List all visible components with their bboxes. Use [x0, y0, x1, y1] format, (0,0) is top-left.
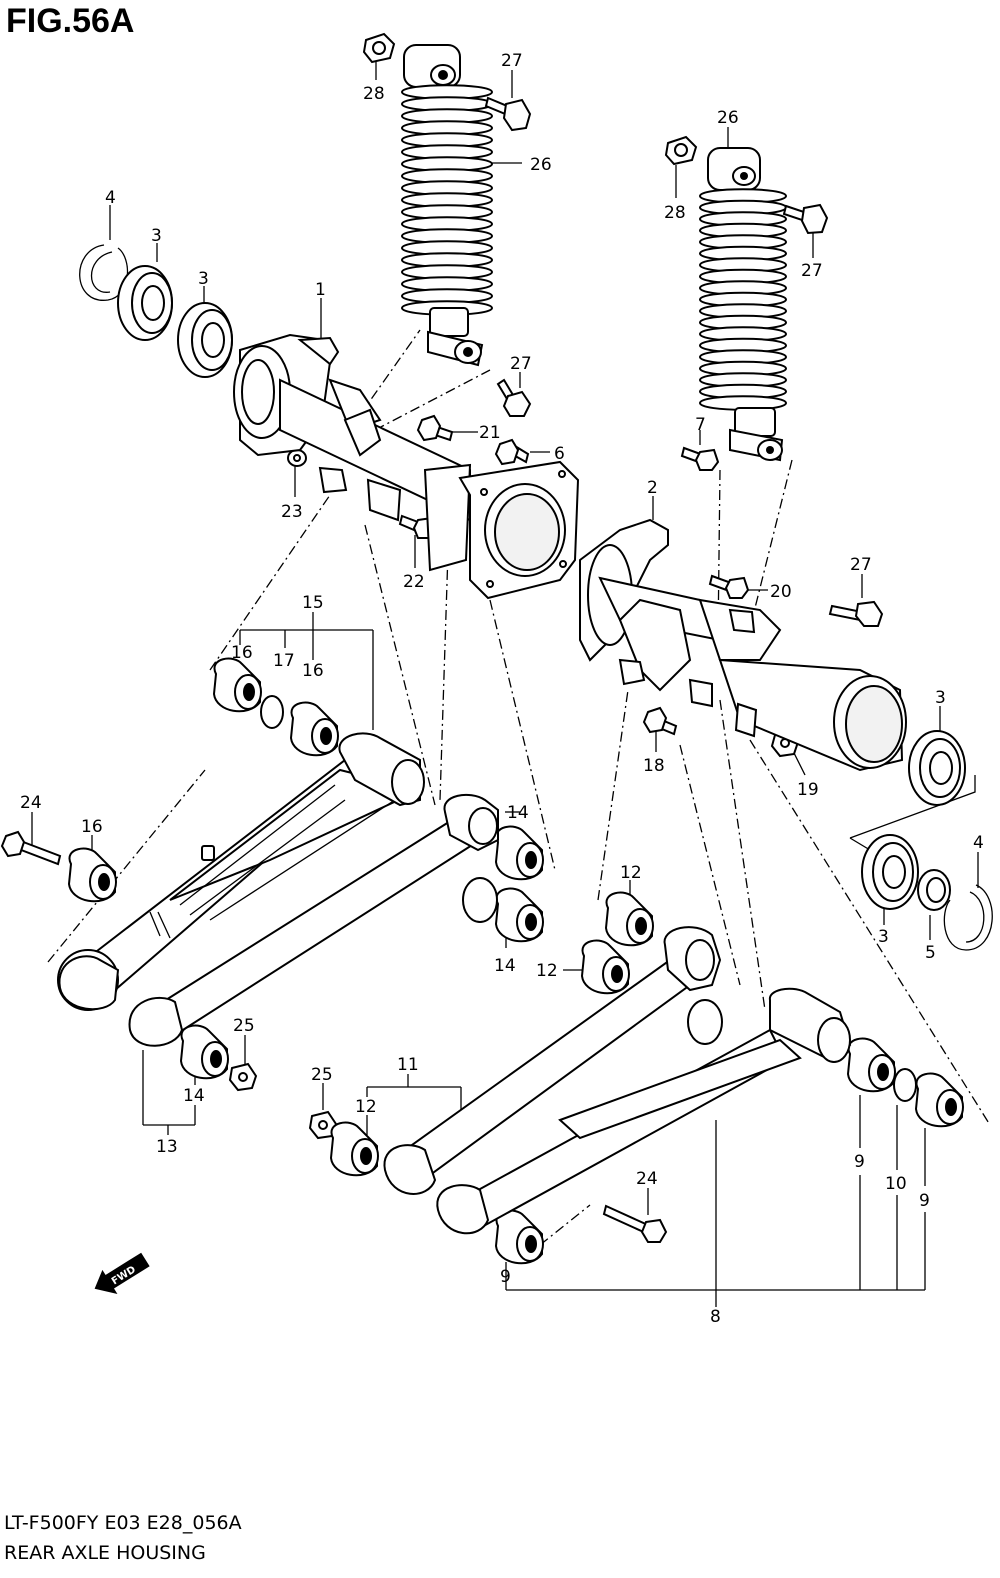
callout-27: 27 [801, 261, 823, 281]
callout-28: 28 [363, 84, 385, 104]
callout-13: 13 [156, 1137, 178, 1157]
bushing [494, 825, 544, 881]
bearing-3-left-outer [117, 265, 173, 341]
bushing [580, 939, 630, 995]
callout-26: 26 [717, 108, 739, 128]
bushing [604, 891, 654, 947]
callout-4: 4 [973, 833, 984, 853]
callout-12: 12 [620, 863, 642, 883]
bolt-27-top-left [484, 96, 532, 132]
thrust-washer [260, 695, 284, 729]
callout-3: 3 [935, 688, 946, 708]
bushing [212, 657, 262, 713]
callout-9: 9 [854, 1152, 865, 1172]
bolt-6 [494, 438, 530, 466]
callout-27: 27 [501, 51, 523, 71]
callout-16: 16 [302, 661, 324, 681]
bushing [846, 1037, 896, 1093]
circlip-4-left [79, 244, 129, 301]
callout-26: 26 [530, 155, 552, 175]
callout-14: 14 [507, 803, 529, 823]
callout-3: 3 [878, 927, 889, 947]
axle-housing-1 [233, 333, 580, 600]
callout-3: 3 [151, 226, 162, 246]
bushing [289, 701, 339, 757]
callout-6: 6 [554, 444, 565, 464]
bolt-7 [680, 446, 720, 471]
bolt-24-left [0, 830, 62, 866]
nut-25-left [228, 1062, 258, 1092]
callout-27: 27 [510, 354, 532, 374]
bearing-3-left-inner [177, 302, 233, 378]
callout-7: 7 [695, 415, 706, 435]
callout-20: 20 [770, 582, 792, 602]
callout-14: 14 [494, 956, 516, 976]
washer-28-right [664, 135, 698, 166]
spring-coil [698, 395, 788, 411]
callout-10: 10 [885, 1174, 907, 1194]
callout-8: 8 [710, 1307, 721, 1327]
model-code: LT-F500FY E03 E28_056A [4, 1512, 242, 1534]
callout-labels: 28 27 26 26 28 27 4 3 3 1 27 21 6 7 23 2… [20, 51, 984, 1327]
washer-28-left [362, 32, 396, 64]
right-shock-absorber [698, 147, 788, 462]
callout-27: 27 [850, 555, 872, 575]
callout-25: 25 [311, 1065, 333, 1085]
axle-housing-2 [579, 518, 907, 772]
thrust-washer [893, 1068, 917, 1102]
spacer-5 [917, 869, 951, 911]
bolt-20 [708, 574, 750, 599]
callout-9: 9 [919, 1191, 930, 1211]
callout-25: 25 [233, 1016, 255, 1036]
callout-18: 18 [643, 756, 665, 776]
callout-5: 5 [925, 943, 936, 963]
callout-16: 16 [231, 643, 253, 663]
callout-24: 24 [20, 793, 42, 813]
bearing-3-right-outer [908, 730, 966, 806]
callout-12: 12 [536, 961, 558, 981]
fwd-arrow-icon: FWD [94, 1252, 150, 1294]
bolt-27-mid [496, 378, 532, 417]
bushing [67, 847, 117, 903]
callout-23: 23 [281, 502, 303, 522]
bushing [914, 1072, 964, 1128]
callout-21: 21 [479, 423, 501, 443]
callout-9: 9 [500, 1267, 511, 1287]
callout-17: 17 [273, 651, 295, 671]
diagram-name: REAR AXLE HOUSING [4, 1542, 206, 1564]
callout-14: 14 [183, 1086, 205, 1106]
bearing-3-right-inner [861, 834, 919, 910]
bolt-27-right [828, 600, 884, 627]
callout-2: 2 [647, 478, 658, 498]
suspension-arm-8 [558, 987, 852, 1140]
callout-3: 3 [198, 269, 209, 289]
bushing [179, 1024, 229, 1080]
circlip-4-right [943, 884, 993, 951]
callout-19: 19 [797, 780, 819, 800]
callout-24: 24 [636, 1169, 658, 1189]
nut-25-right [308, 1110, 338, 1140]
callout-1: 1 [315, 280, 326, 300]
figure-title: FIG.56A [6, 2, 135, 40]
callout-4: 4 [105, 188, 116, 208]
callout-11: 11 [397, 1055, 419, 1075]
bolt-24-right [602, 1204, 668, 1243]
left-shock-absorber [400, 44, 494, 367]
bushing [329, 1121, 379, 1177]
suspension-arm-13 [57, 732, 499, 1047]
callout-22: 22 [403, 572, 425, 592]
washer-23 [287, 449, 307, 467]
callout-16: 16 [81, 817, 103, 837]
bolt-27-top-right [782, 203, 829, 235]
bolt-18 [642, 706, 678, 736]
bushing [494, 1209, 544, 1265]
callout-15: 15 [302, 593, 324, 613]
bushing [494, 887, 544, 943]
callout-28: 28 [664, 203, 686, 223]
callout-12: 12 [355, 1097, 377, 1117]
bolt-21 [416, 414, 454, 442]
bushings [67, 657, 964, 1265]
